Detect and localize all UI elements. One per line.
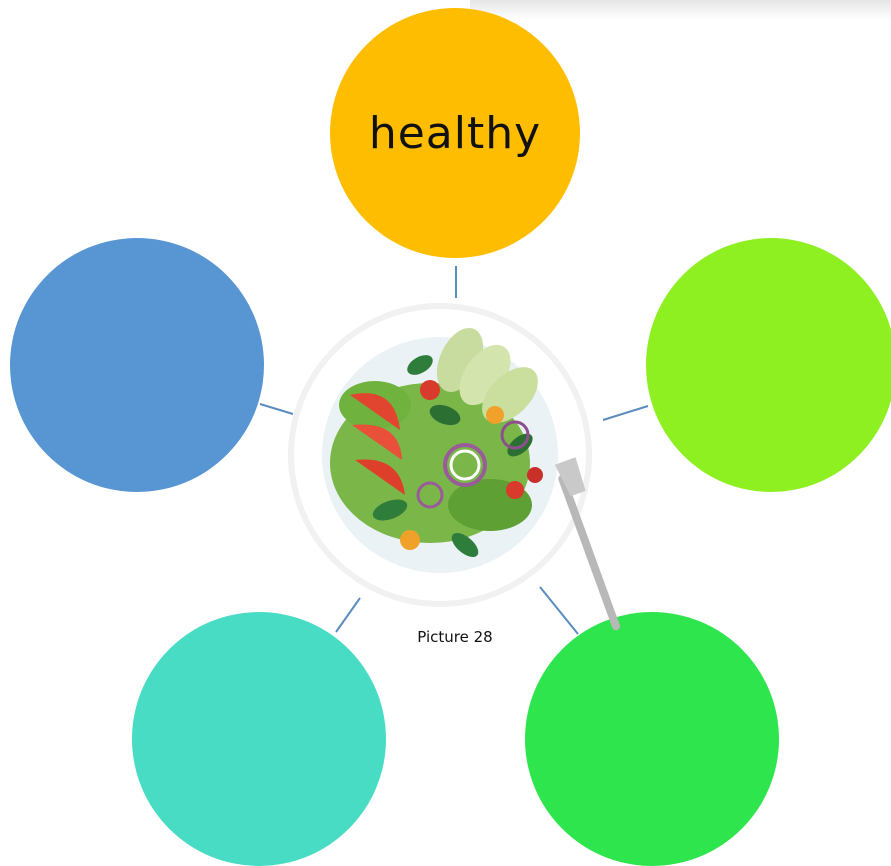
bubble-top: healthy <box>330 8 580 258</box>
bubble-bottom-right <box>525 612 779 866</box>
bubble-left <box>10 238 264 492</box>
salad-plate-illustration <box>280 295 640 655</box>
bubble-top-label: healthy <box>368 107 542 159</box>
bubble-bottom-left <box>132 612 386 866</box>
picture-caption: Picture 28 <box>417 628 493 646</box>
connector-bottom-right <box>539 586 579 635</box>
bubble-right <box>646 238 891 492</box>
top-edge-shadow <box>470 0 891 20</box>
connector-bottom-left <box>335 597 361 633</box>
connector-left <box>259 403 294 415</box>
connector-right <box>602 405 649 421</box>
salad-plate-icon <box>288 303 621 631</box>
